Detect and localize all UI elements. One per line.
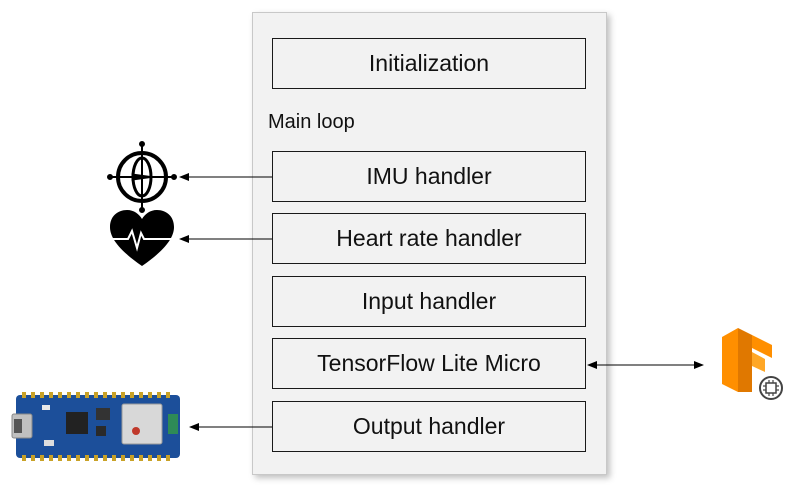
gyroscope-icon [107, 141, 177, 213]
output-handler-box: Output handler [272, 401, 586, 452]
heart-pulse-icon [110, 210, 174, 266]
input-handler-label: Input handler [361, 288, 497, 314]
output-handler-label: Output handler [352, 413, 506, 439]
imu-handler-box: IMU handler [272, 151, 586, 202]
tflm-box: TensorFlow Lite Micro [272, 338, 586, 389]
initialization-label: Initialization [368, 50, 490, 76]
heart-rate-handler-box: Heart rate handler [272, 213, 586, 264]
arduino-nano-board [11, 392, 180, 461]
initialization-box: Initialization [272, 38, 586, 89]
tflm-label: TensorFlow Lite Micro [317, 350, 541, 376]
heart-rate-handler-label: Heart rate handler [336, 225, 522, 251]
main-loop-label: Main loop [268, 111, 355, 133]
imu-handler-label: IMU handler [366, 163, 492, 189]
input-handler-box: Input handler [272, 276, 586, 327]
tensorflow-lite-micro-logo [722, 328, 783, 400]
